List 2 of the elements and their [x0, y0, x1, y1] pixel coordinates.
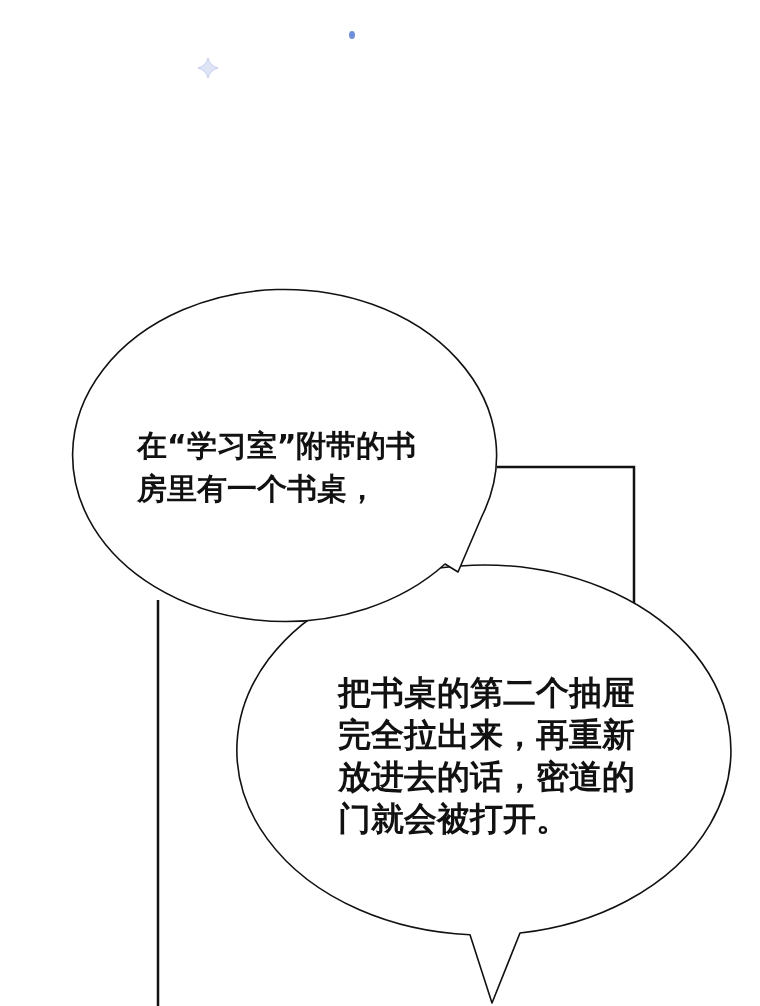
- speech-text: 把书桌的第二个抽屉完全拉出来，再重新放进去的话，密道的门就会被打开。: [338, 672, 636, 840]
- speech-text: 在“学习室”附带的书房里有一个书桌，: [137, 427, 418, 508]
